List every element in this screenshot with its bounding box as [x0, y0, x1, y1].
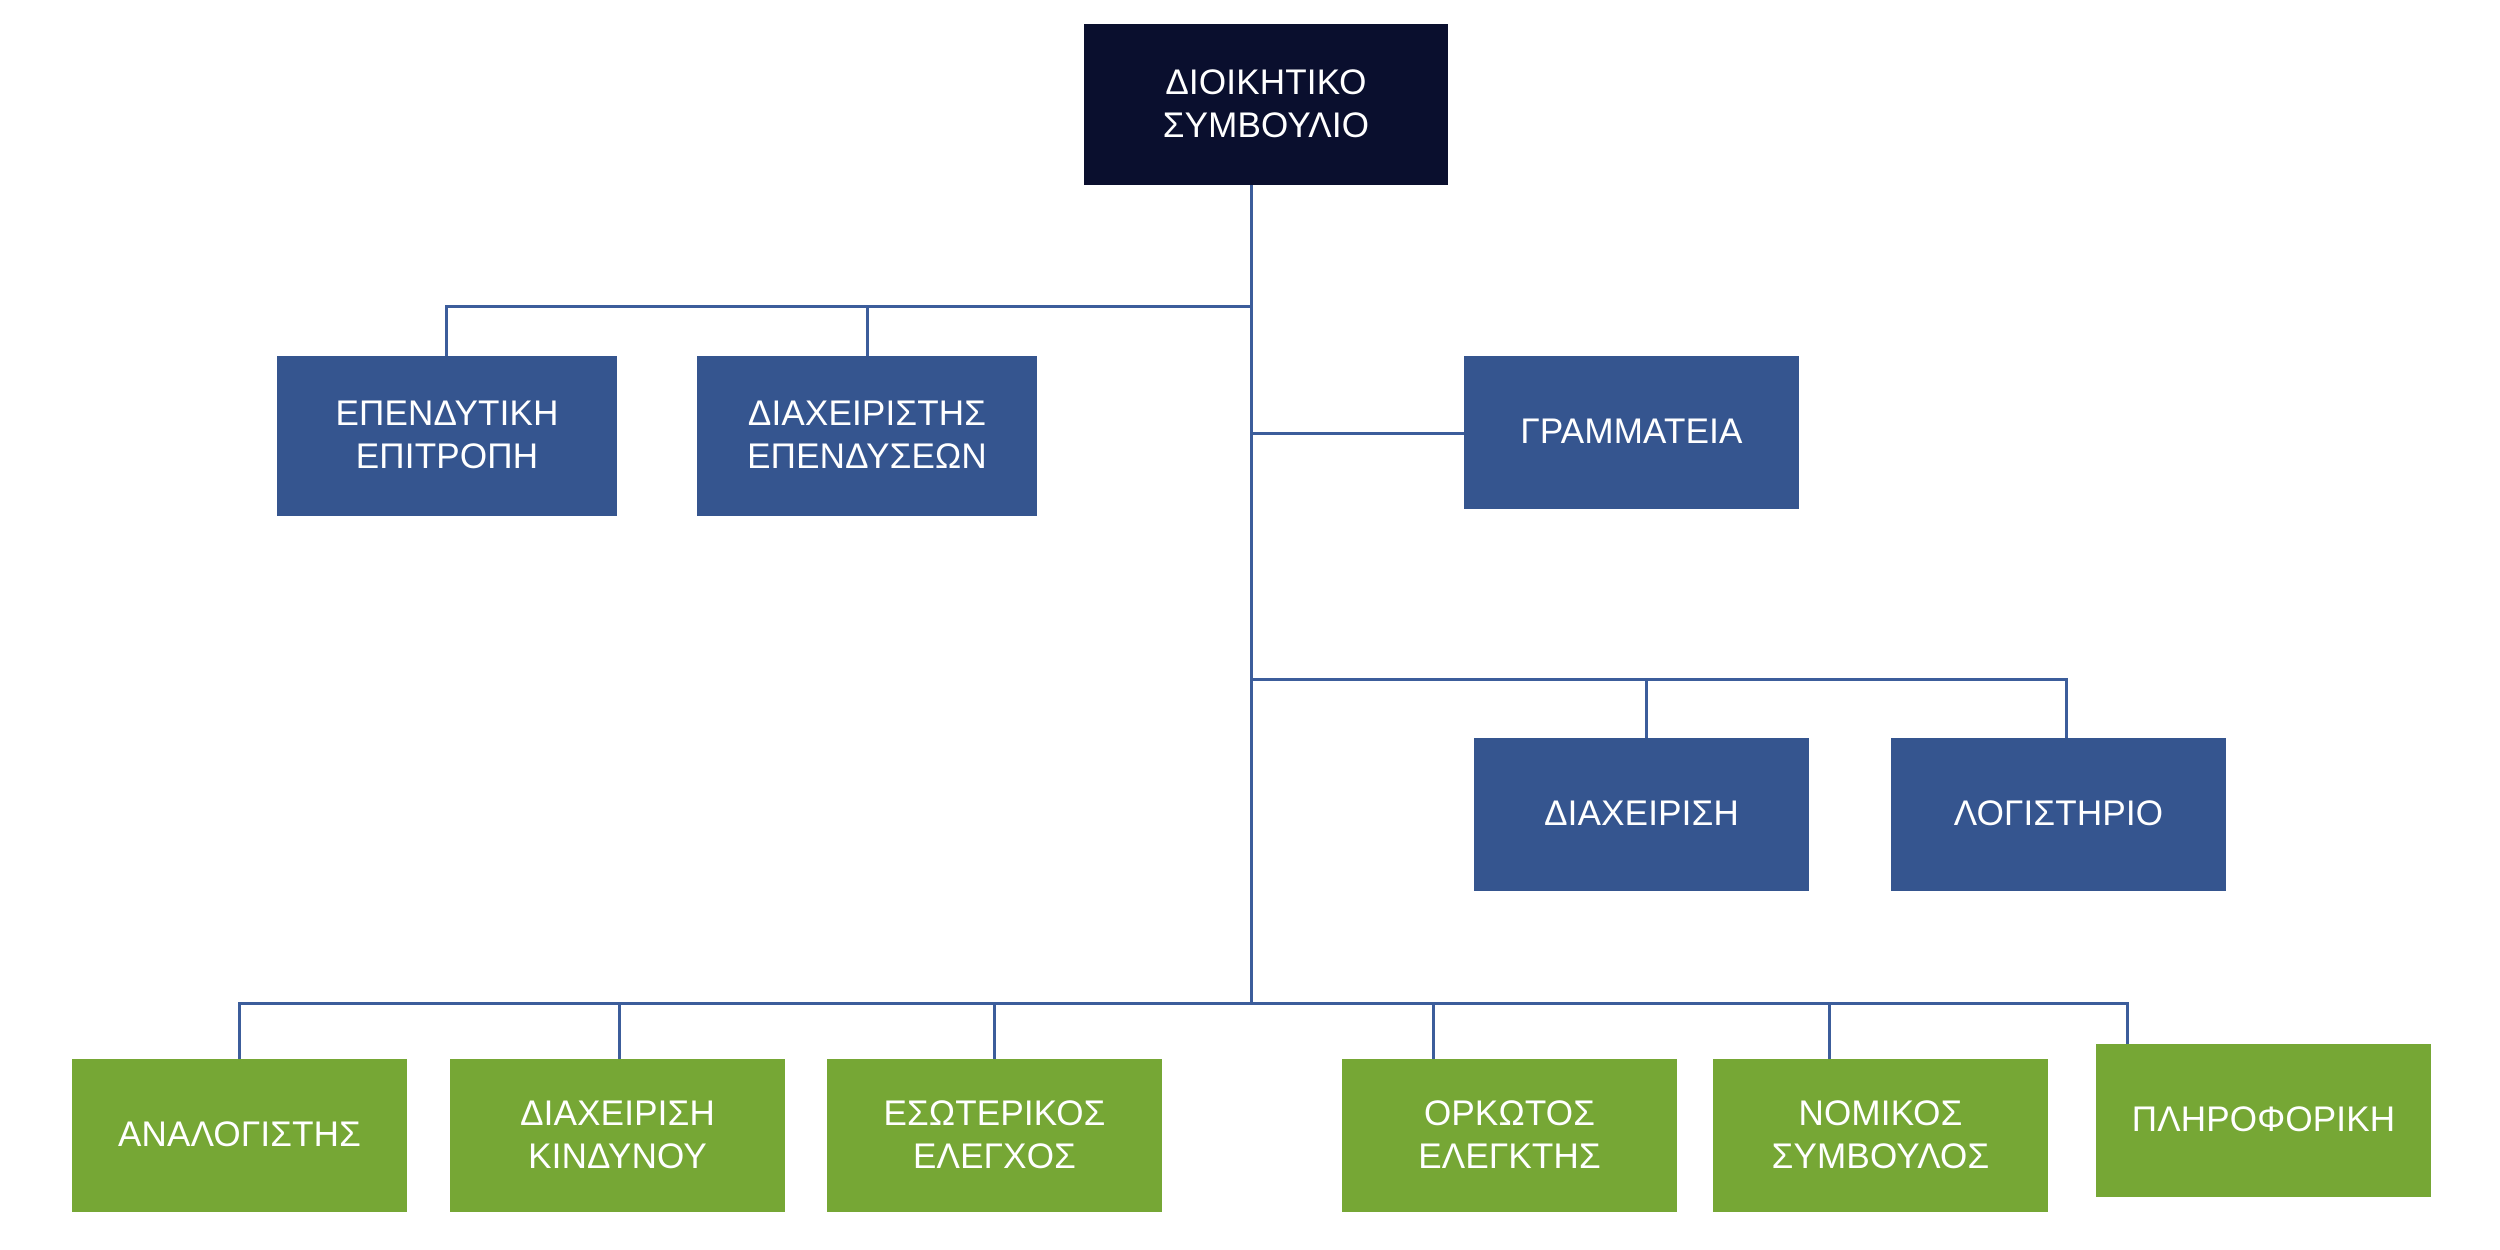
node-investment-manager[interactable]: ΔΙΑΧΕΙΡΙΣΤΗΣ ΕΠΕΝΔΥΣΕΩΝ: [697, 356, 1037, 516]
connector-drop-actuary: [238, 1002, 241, 1060]
connector-bus-support: [238, 1002, 2129, 1005]
node-accounting[interactable]: ΛΟΓΙΣΤΗΡΙΟ: [1891, 738, 2226, 891]
connector-bus-operations: [1250, 678, 2068, 681]
connector-stub-secretariat: [1250, 432, 1466, 435]
connector-trunk-main: [1250, 185, 1253, 1003]
node-secretariat[interactable]: ΓΡΑΜΜΑΤΕΙΑ: [1464, 356, 1799, 509]
node-administration[interactable]: ΔΙΑΧΕΙΡΙΣΗ: [1474, 738, 1809, 891]
connector-drop-statutory-auditor: [1432, 1002, 1435, 1060]
node-statutory-auditor[interactable]: ΟΡΚΩΤΟΣ ΕΛΕΓΚΤΗΣ: [1342, 1059, 1677, 1212]
connector-drop-investment-committee: [445, 305, 448, 358]
node-risk-management[interactable]: ΔΙΑΧΕΙΡΙΣΗ ΚΙΝΔΥΝΟΥ: [450, 1059, 785, 1212]
node-internal-audit[interactable]: ΕΣΩΤΕΡΙΚΟΣ ΕΛΕΓΧΟΣ: [827, 1059, 1162, 1212]
node-legal-advisor[interactable]: ΝΟΜΙΚΟΣ ΣΥΜΒΟΥΛΟΣ: [1713, 1059, 2048, 1212]
connector-drop-investment-manager: [866, 305, 869, 358]
connector-drop-internal-audit: [993, 1002, 996, 1060]
node-investment-committee[interactable]: ΕΠΕΝΔΥΤΙΚΗ ΕΠΙΤΡΟΠΗ: [277, 356, 617, 516]
connector-drop-it: [2126, 1002, 2129, 1044]
connector-drop-administration: [1645, 678, 1648, 738]
node-board-of-directors[interactable]: ΔΙΟΙΚΗΤΙΚΟ ΣΥΜΒΟΥΛΙΟ: [1084, 24, 1448, 185]
connector-drop-risk-management: [618, 1002, 621, 1060]
connector-drop-legal-advisor: [1828, 1002, 1831, 1060]
node-it[interactable]: ΠΛΗΡΟΦΟΡΙΚΗ: [2096, 1044, 2431, 1197]
connector-bus-investments: [445, 305, 1253, 308]
connector-drop-accounting: [2065, 678, 2068, 738]
node-actuary[interactable]: ΑΝΑΛΟΓΙΣΤΗΣ: [72, 1059, 407, 1212]
